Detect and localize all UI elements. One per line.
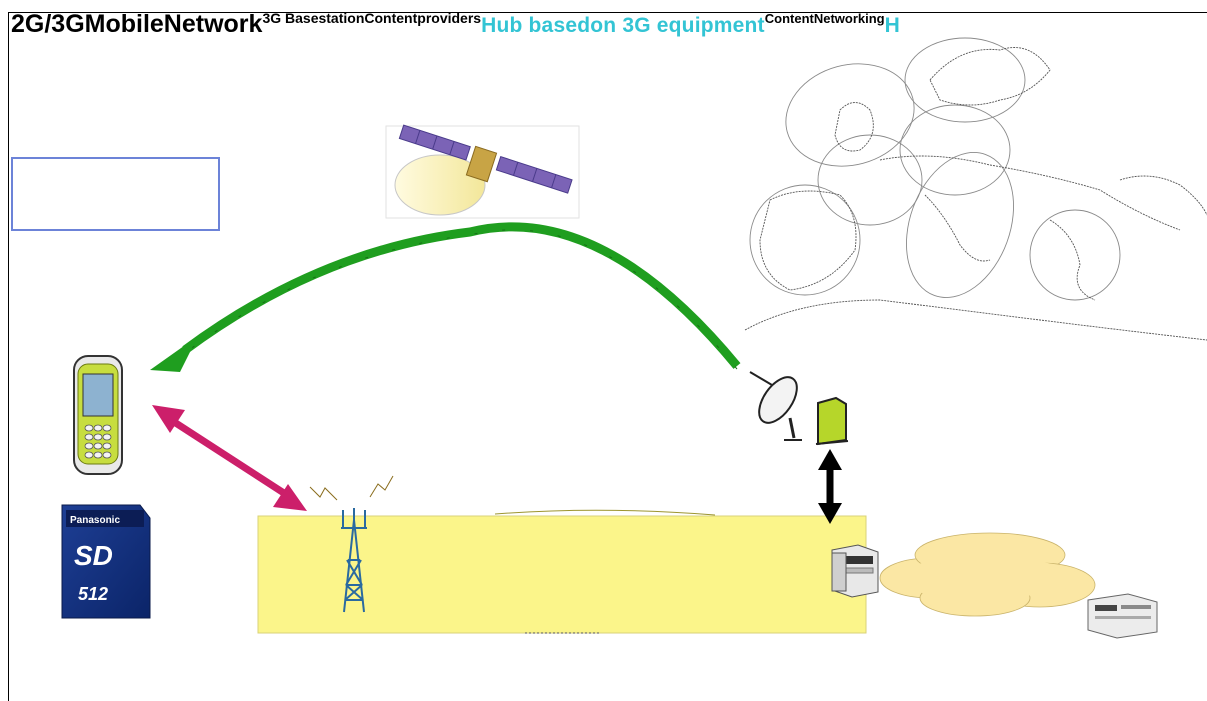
label-basestation: 3G Basestation [262, 10, 365, 26]
satellite-dish-icon [749, 371, 802, 441]
empty-text-box [11, 157, 220, 231]
europe-coverage-map [744, 37, 1207, 341]
sd-card-brand: Panasonic [70, 515, 120, 526]
downlink-arrow [150, 222, 741, 372]
sd-card-icon: Panasonic SD 512 [61, 504, 151, 619]
sd-card-capacity: 512 [78, 584, 108, 604]
uplink-arrow [152, 405, 307, 511]
title-bar: 2G/3GMobileNetwork3G BasestationContentp… [11, 10, 900, 39]
vertical-link-arrow [818, 449, 842, 524]
label-trailing: H [884, 14, 900, 37]
satellite-icon [385, 124, 580, 219]
terminal-unit-icon [815, 396, 849, 446]
server-icon [831, 544, 879, 598]
sd-card-logo: SD [74, 540, 113, 571]
base-station-tower-icon [309, 475, 394, 613]
label-content-providers: Contentproviders [364, 10, 482, 26]
slide-frame [8, 12, 1207, 701]
content-server-icon [1087, 593, 1158, 639]
title-mobile-network: 2G/3GMobileNetwork [11, 10, 263, 38]
label-hub: Hub basedon 3G equipment [481, 14, 765, 37]
label-content-networking: ContentNetworking [764, 11, 885, 26]
mobile-phone-icon [73, 355, 123, 475]
